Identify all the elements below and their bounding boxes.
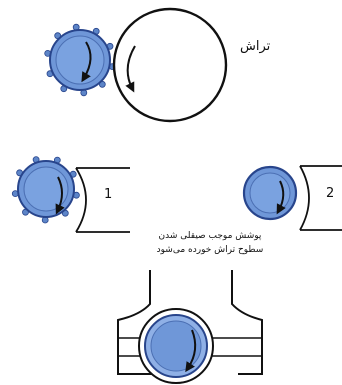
rotation-arrow-icon — [81, 41, 92, 83]
gear-teeth — [44, 23, 116, 97]
rotation-arrow-icon — [276, 180, 286, 215]
grinding-label: تراش — [240, 39, 271, 54]
middle-right-gear-part — [242, 165, 298, 221]
bottom-gear-part — [144, 314, 208, 378]
wheel-rotation-arrow-icon — [125, 45, 136, 93]
rotation-arrow-icon — [185, 329, 197, 373]
rotation-arrow-icon — [55, 176, 65, 215]
shaping-tool-2 — [299, 165, 342, 231]
caption-line-1: پوشش موجب صیقلی شدن — [159, 231, 262, 241]
middle-left-gear-part — [11, 156, 80, 224]
step-2-label: 2 — [326, 186, 334, 201]
caption-line-2: سطوح تراش خورده می‌شود — [157, 245, 264, 255]
shaping-tool-1 — [75, 167, 130, 233]
step-1-label: 1 — [104, 187, 112, 202]
grinding-wheel — [112, 7, 228, 123]
top-gear-part — [44, 23, 116, 97]
